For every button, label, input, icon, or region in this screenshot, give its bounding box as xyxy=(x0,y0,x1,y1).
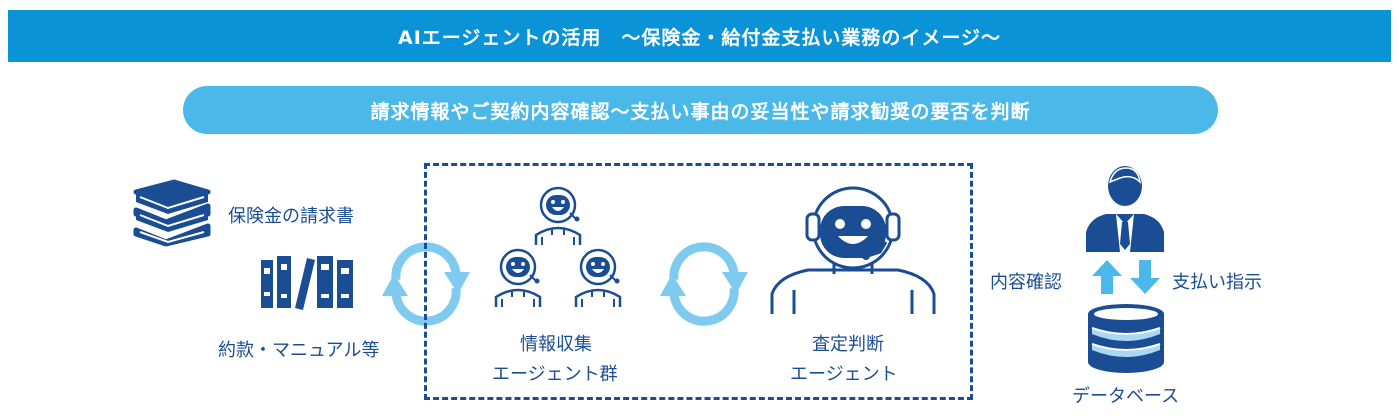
assessment-agent-label-2: エージェント xyxy=(790,364,898,385)
subtitle-pill: 請求情報やご契約内容確認～支払い事由の妥当性や請求勧奨の要否を判断 xyxy=(183,86,1218,134)
cycle-arrows-icon xyxy=(382,242,470,326)
page-title: AIエージェントの活用 ～保険金・給付金支払い業務のイメージ～ xyxy=(397,26,1002,49)
info-agent-label-2: エージェント群 xyxy=(492,364,618,385)
binders-icon xyxy=(261,256,353,310)
books-stack-icon xyxy=(133,179,211,247)
download-arrow-icon xyxy=(1130,260,1160,294)
info-agent-group-icon xyxy=(494,186,622,309)
page-title-banner: AIエージェントの活用 ～保険金・給付金支払い業務のイメージ～ xyxy=(8,10,1391,62)
assessment-agent-label-1: 査定判断 xyxy=(812,334,884,355)
database-label: データベース xyxy=(1072,386,1180,407)
content-check-label: 内容確認 xyxy=(990,272,1062,293)
staff-person-icon xyxy=(1086,166,1164,252)
subtitle-text: 請求情報やご契約内容確認～支払い事由の妥当性や請求勧奨の要否を判断 xyxy=(370,100,1031,123)
payment-instruction-label: 支払い指示 xyxy=(1172,272,1262,293)
cycle-arrows-icon xyxy=(660,242,748,326)
assessment-agent-icon xyxy=(770,186,936,314)
upload-arrow-icon xyxy=(1092,260,1122,294)
manuals-label: 約款・マニュアル等 xyxy=(218,340,380,361)
database-icon xyxy=(1088,304,1164,373)
agents-dashed-frame xyxy=(424,163,973,400)
claim-docs-label: 保険金の請求書 xyxy=(228,206,354,227)
info-agent-label-1: 情報収集 xyxy=(520,334,592,355)
